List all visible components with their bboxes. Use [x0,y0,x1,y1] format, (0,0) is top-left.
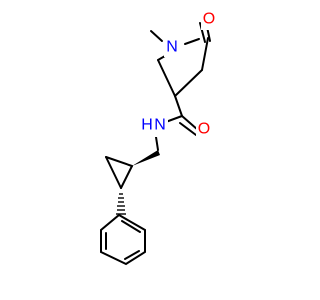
hashed-wedge-phenyl [116,193,126,215]
bonds [100,21,211,266]
atom-label-n-amide: N [154,117,166,134]
bond-c5-n [157,55,166,61]
bond-c3-c4 [174,69,203,97]
molecule-structure: N O O N H [100,10,217,266]
phenyl-ring [100,213,146,266]
bold-wedge-ch2 [132,150,160,166]
bond-cp-1-2 [105,156,133,167]
bond-c2-c3 [201,37,209,71]
bond-c4-c5 [157,59,176,97]
atom-label-h-amide: H [141,117,153,134]
atom-label-o-ketone: O [203,11,215,28]
phenyl-double-1 [121,220,141,233]
bond-n-ch2 [155,136,159,151]
bond-cp-2-3 [105,156,122,189]
phenyl-double-2 [124,250,140,260]
bond-carbonyl-o-a [181,115,199,131]
bond-c2-o-a [199,22,206,43]
stereo-bonds [116,150,160,215]
atom-labels: N O O N H [140,10,217,140]
bond-c4-carbonyl [174,95,183,117]
bond-methyl-n [150,30,163,42]
bond-n-c2 [184,38,200,45]
atom-label-n-ring: N [166,39,178,56]
bond-carbonyl-o-b [179,122,197,136]
atom-label-o-amide: O [198,121,210,138]
bond-cp-1-3 [120,165,133,189]
